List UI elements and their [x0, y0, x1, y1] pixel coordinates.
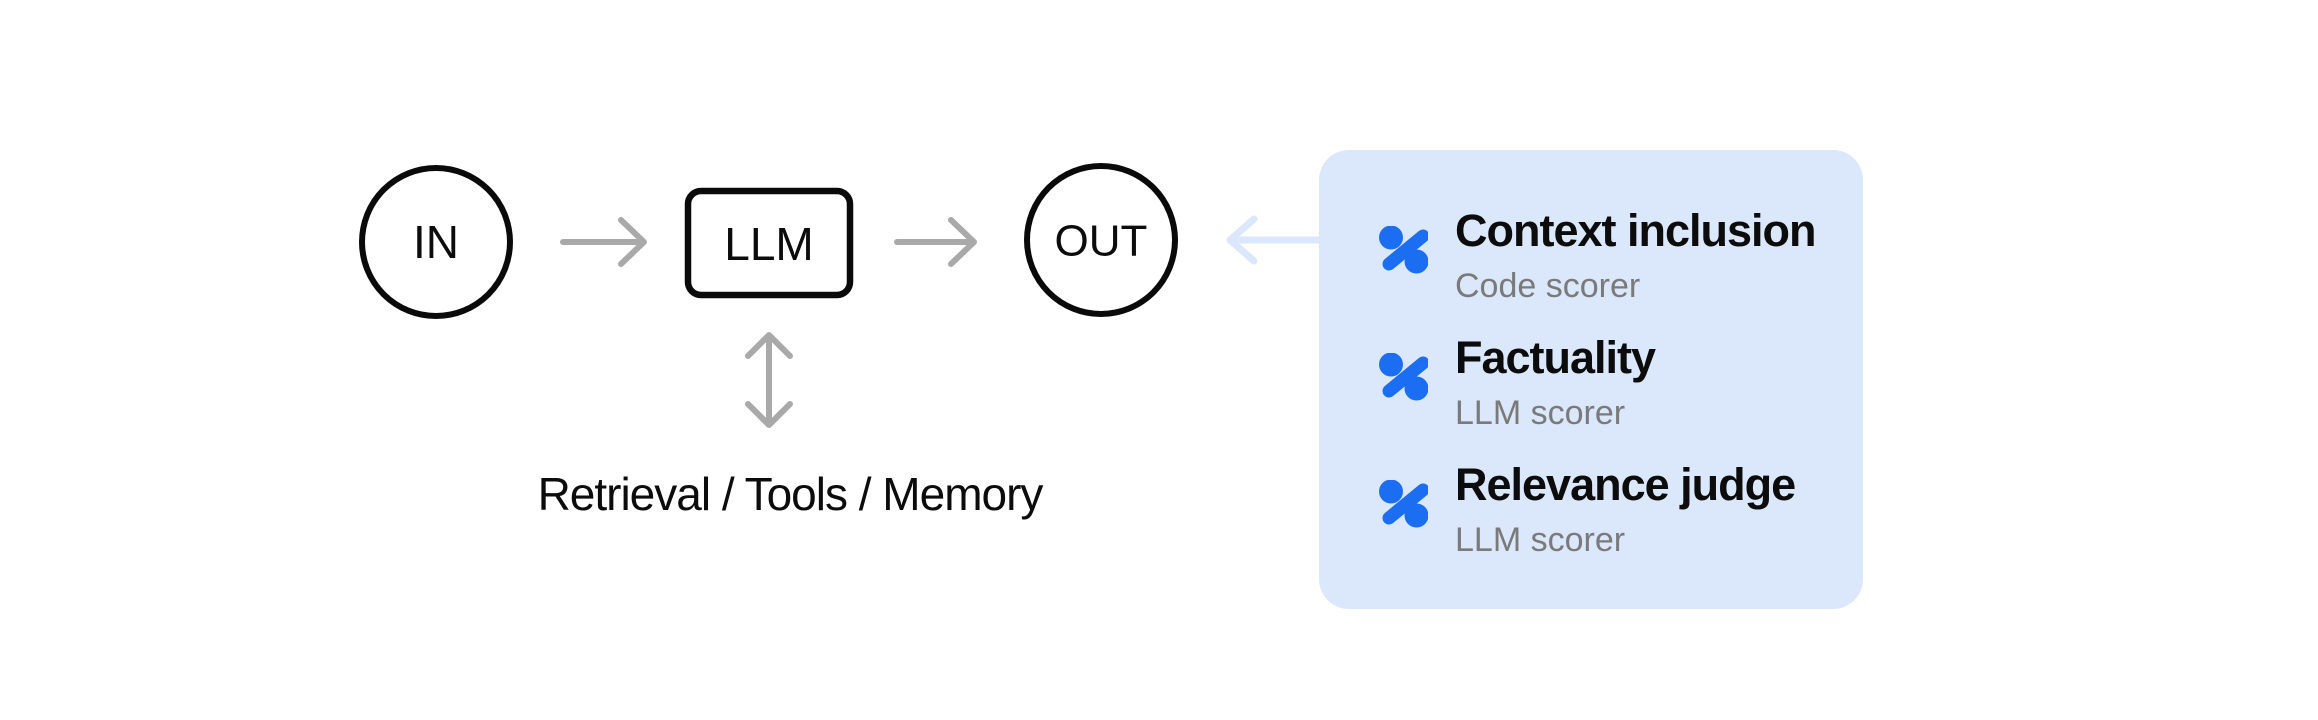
- in-to-llm-arrow: [560, 217, 647, 267]
- scorer-text: Factuality LLM scorer: [1455, 331, 1656, 434]
- scorer-item-context-inclusion: Context inclusion Code scorer: [1379, 204, 1843, 307]
- out-node-label: OUT: [1055, 217, 1148, 266]
- braintrust-percent-icon: [1379, 226, 1428, 274]
- scorer-title: Relevance judge: [1455, 459, 1796, 510]
- in-node-circle: [359, 165, 513, 319]
- scorer-text: Context inclusion Code scorer: [1455, 204, 1817, 307]
- scorer-text: Relevance judge LLM scorer: [1455, 458, 1796, 561]
- braintrust-percent-icon: [1379, 353, 1428, 401]
- scorers-panel: Context inclusion Code scorer Factuality…: [1319, 150, 1863, 609]
- llm-node-box: [684, 187, 854, 299]
- scorer-item-relevance-judge: Relevance judge LLM scorer: [1379, 458, 1843, 561]
- out-node-circle: [1024, 163, 1178, 317]
- scorer-subtitle: Code scorer: [1455, 267, 1641, 305]
- llm-tools-double-arrow: [745, 332, 793, 428]
- panel-to-out-arrow: [1226, 215, 1323, 265]
- tools-caption: Retrieval / Tools / Memory: [538, 468, 1044, 520]
- in-node-label: IN: [413, 216, 459, 268]
- scorer-subtitle: LLM scorer: [1455, 394, 1626, 432]
- llm-node-label: LLM: [724, 218, 813, 270]
- scorer-title: Factuality: [1455, 332, 1656, 383]
- llm-to-out-arrow: [894, 217, 977, 267]
- scorer-item-factuality: Factuality LLM scorer: [1379, 331, 1843, 434]
- scorer-title: Context inclusion: [1455, 205, 1817, 256]
- scorer-subtitle: LLM scorer: [1455, 521, 1626, 559]
- braintrust-percent-icon: [1379, 480, 1428, 528]
